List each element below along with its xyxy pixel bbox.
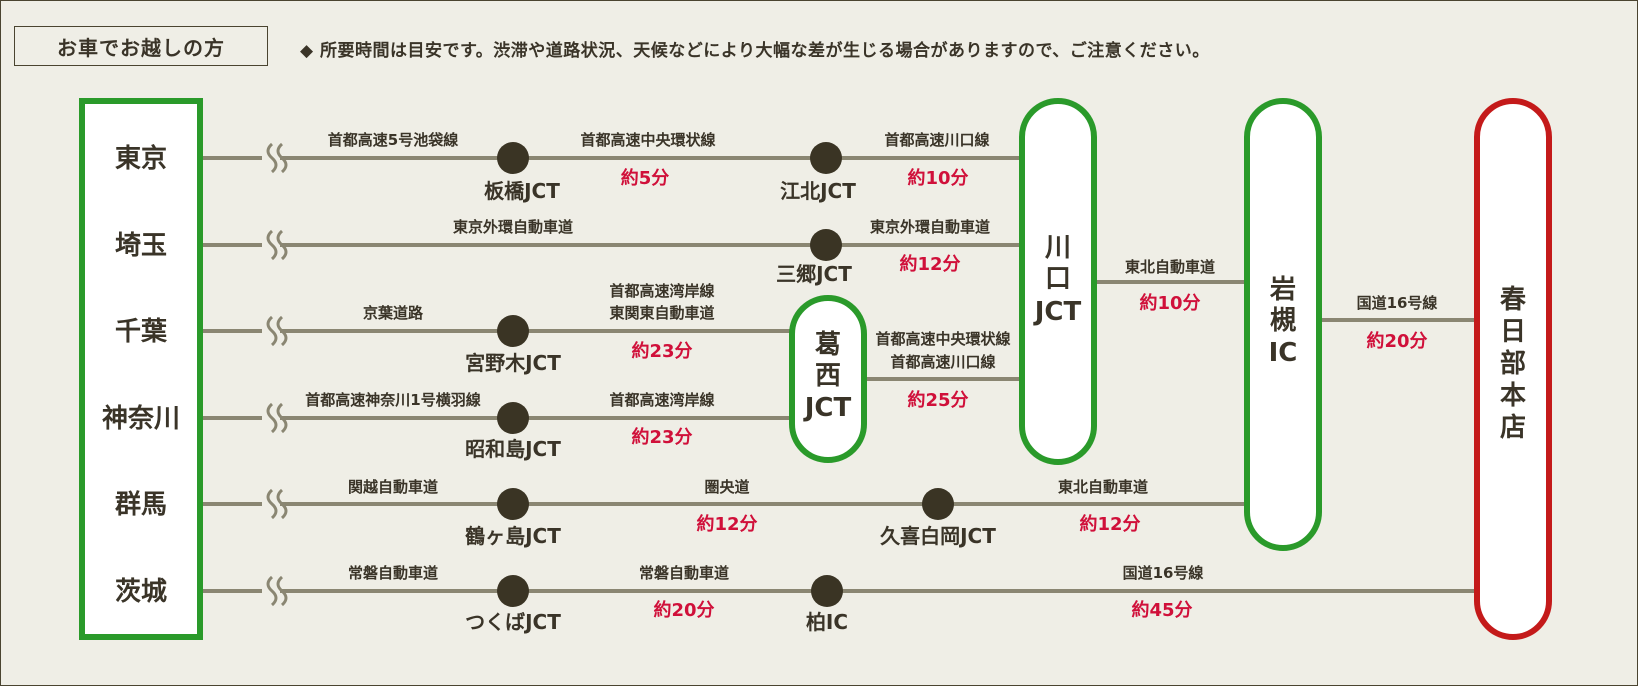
break-mark: [262, 488, 288, 520]
destination-char: 店: [1500, 413, 1526, 443]
label-miyanogi-jct: 宮野木JCT: [465, 351, 561, 375]
label-showajima-jct: 昭和島JCT: [465, 437, 561, 461]
road-label: 首都高速神奈川1号横羽線: [305, 391, 480, 409]
node-showajima: [497, 402, 529, 434]
time-label: 約20分: [1366, 330, 1427, 352]
road-label: 常磐自動車道: [639, 564, 729, 582]
hub-labels: 葛 西 JCT 川 口 JCT 岩 槻 IC 春 日 部 本 店: [803, 233, 1526, 443]
road-label: 首都高速中央環状線: [580, 131, 715, 149]
destination-char: 本: [1500, 381, 1526, 411]
road-label: 関越自動車道: [348, 478, 438, 496]
time-label: 約12分: [1079, 513, 1140, 535]
road-label: 圏央道: [704, 478, 749, 496]
road-label: 東北自動車道: [1058, 478, 1148, 496]
hub-kawaguchi-char: 川: [1045, 233, 1071, 263]
road-label: 東北自動車道: [1125, 258, 1215, 276]
origin-ibaraki: 茨城: [115, 577, 167, 607]
hub-kawaguchi-char: 口: [1045, 264, 1071, 294]
origin-labels: 東京 埼玉 千葉 神奈川 群馬 茨城: [102, 143, 180, 607]
hub-iwatsuki-char: IC: [1269, 338, 1298, 368]
hub-kawaguchi-char: JCT: [1033, 297, 1082, 327]
time-label: 約23分: [631, 340, 692, 362]
origin-kanagawa: 神奈川: [102, 404, 180, 434]
hub-iwatsuki-char: 槻: [1270, 306, 1296, 336]
destination-char: 部: [1500, 349, 1526, 379]
road-label: 常磐自動車道: [348, 564, 438, 582]
junction-nodes: [497, 142, 954, 607]
label-itabashi-jct: 板橋JCT: [484, 179, 560, 203]
break-mark: [262, 575, 288, 607]
time-label: 約12分: [899, 253, 960, 275]
hub-iwatsuki-ic: [1244, 98, 1322, 551]
origin-box: [79, 98, 203, 640]
road-labels: 首都高速5号池袋線 首都高速中央環状線 首都高速川口線 東京外環自動車道 東京外…: [305, 131, 1437, 582]
page-title: お車でお越しの方: [14, 26, 268, 66]
label-kashiwa-ic: 柏IC: [806, 610, 848, 634]
node-kohoku: [810, 142, 842, 174]
time-label: 約10分: [1139, 292, 1200, 314]
node-itabashi: [497, 142, 529, 174]
time-label: 約23分: [631, 426, 692, 448]
break-mark: [262, 229, 288, 261]
road-label: 東関東自動車道: [609, 304, 714, 322]
node-tsukuba: [497, 575, 529, 607]
time-label: 約5分: [621, 167, 670, 189]
road-label: 首都高速5号池袋線: [328, 131, 458, 149]
break-mark: [262, 142, 288, 174]
time-label: 約12分: [696, 513, 757, 535]
time-label: 約25分: [907, 389, 968, 411]
origin-chiba: 千葉: [115, 317, 168, 347]
node-miyanogi: [497, 315, 529, 347]
road-label: 国道16号線: [1357, 294, 1438, 312]
hub-iwatsuki-char: 岩: [1269, 275, 1296, 305]
origin-saitama: 埼玉: [115, 231, 167, 261]
road-label: 国道16号線: [1123, 564, 1204, 582]
time-label: 約10分: [907, 167, 968, 189]
node-kashiwa: [811, 575, 843, 607]
destination-char: 日: [1500, 317, 1526, 347]
hub-kasai-char: JCT: [803, 393, 852, 423]
hub-kawaguchi-jct: [1019, 98, 1097, 465]
destination-box: [1474, 98, 1552, 640]
break-mark: [262, 402, 288, 434]
node-kukishirooka: [922, 488, 954, 520]
junction-labels: 板橋JCT 江北JCT 三郷JCT 宮野木JCT 昭和島JCT 鶴ヶ島JCT 久…: [465, 179, 996, 634]
time-label: 約20分: [653, 599, 714, 621]
destination-char: 春: [1500, 285, 1526, 315]
road-label: 東京外環自動車道: [870, 218, 990, 236]
label-tsukuba-jct: つくばJCT: [465, 610, 561, 634]
label-kukishirooka-jct: 久喜白岡JCT: [880, 524, 996, 548]
hub-kasai-char: 葛: [814, 330, 841, 360]
road-label: 東京外環自動車道: [453, 218, 573, 236]
time-label: 約45分: [1131, 599, 1192, 621]
road-label: 首都高速川口線: [890, 353, 995, 371]
road-label: 首都高速湾岸線: [609, 391, 714, 409]
label-tsurugashima-jct: 鶴ヶ島JCT: [465, 524, 561, 548]
road-label: 京葉道路: [363, 304, 424, 322]
node-misato: [810, 229, 842, 261]
node-tsurugashima: [497, 488, 529, 520]
road-label: 首都高速中央環状線: [875, 330, 1010, 348]
origin-gunma: 群馬: [114, 490, 167, 520]
road-label: 首都高速川口線: [884, 131, 989, 149]
route-lines: [200, 156, 1475, 593]
break-mark: [262, 315, 288, 347]
hub-kasai-char: 西: [815, 361, 841, 391]
hub-kasai-jct: [789, 295, 867, 463]
label-misato-jct: 三郷JCT: [776, 262, 852, 286]
time-labels: 約5分 約10分 約12分 約23分 約23分 約25分 約10分 約20分 約…: [621, 167, 1428, 621]
break-marks: [262, 142, 288, 607]
label-kohoku-jct: 江北JCT: [780, 179, 856, 203]
origin-tokyo: 東京: [115, 143, 167, 174]
notice-text: ◆ 所要時間は目安です。渋滞や道路状況、天候などにより大幅な差が生じる場合があり…: [300, 41, 1210, 61]
road-label: 首都高速湾岸線: [609, 282, 714, 300]
